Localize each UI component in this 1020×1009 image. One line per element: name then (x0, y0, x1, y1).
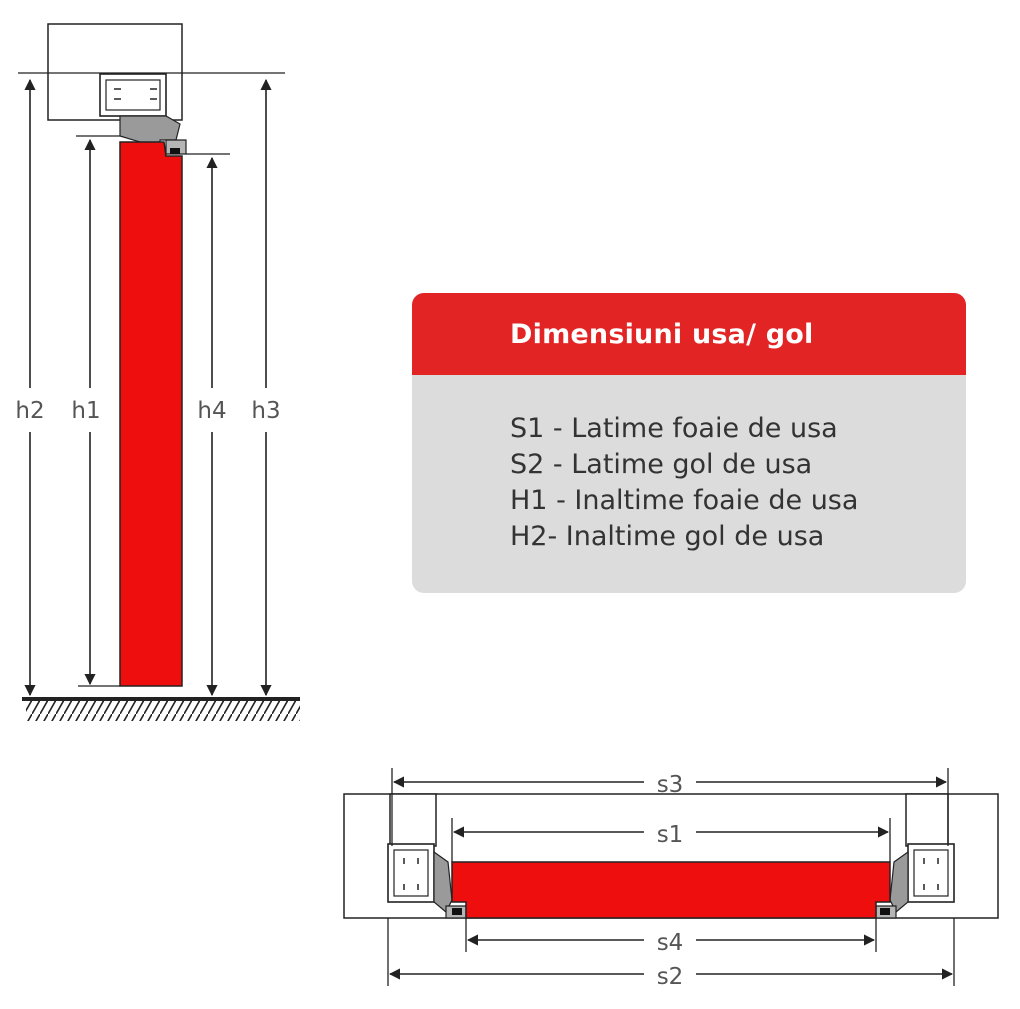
label-h4: h4 (197, 398, 226, 424)
legend-item-s1: S1 - Latime foaie de usa (510, 413, 838, 444)
door-leaf-top (451, 861, 891, 919)
frame-profile-left (387, 843, 467, 919)
label-s1: s1 (657, 822, 684, 848)
label-h3: h3 (251, 398, 280, 424)
floor (22, 697, 300, 721)
door-leaf-side (119, 141, 183, 687)
label-s4: s4 (657, 930, 684, 956)
top-view: s3 s1 s4 s2 (343, 768, 999, 990)
legend-card: Dimensiuni usa/ gol S1 - Latime foaie de… (412, 293, 966, 593)
frame-profile-top (99, 73, 187, 155)
legend-item-h1: H1 - Inaltime foaie de usa (510, 485, 859, 516)
label-h2: h2 (15, 398, 44, 424)
label-s3: s3 (657, 772, 684, 798)
legend-item-s2: S2 - Latime gol de usa (510, 449, 813, 480)
frame-profile-right (875, 843, 955, 919)
side-view: h2 h1 h4 h3 (15, 23, 300, 721)
label-s2: s2 (657, 964, 684, 990)
label-h1: h1 (71, 398, 100, 424)
legend-header: Dimensiuni usa/ gol (412, 293, 966, 375)
legend-title: Dimensiuni usa/ gol (510, 318, 814, 350)
legend-list: S1 - Latime foaie de usa S2 - Latime gol… (412, 375, 966, 555)
jamb-right (905, 793, 949, 847)
legend-item-h2: H2- Inaltime gol de usa (510, 521, 825, 552)
jamb-left (389, 793, 437, 847)
